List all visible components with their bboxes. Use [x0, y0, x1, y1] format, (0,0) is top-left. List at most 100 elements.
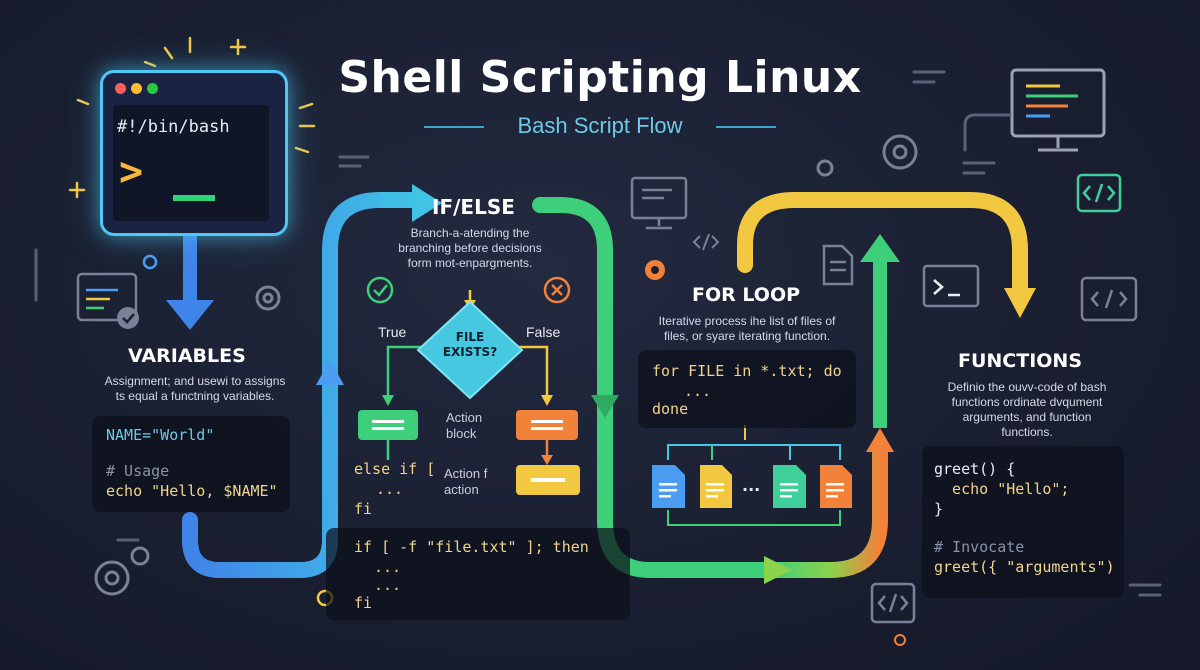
functions-description: Definio the ouvv-code of bash functions … — [928, 380, 1126, 440]
action-f-label: Action f action — [444, 466, 487, 498]
false-label: False — [526, 324, 561, 340]
action-f-line-2: action — [444, 482, 479, 497]
terminal-window: #!/bin/bash > — [100, 70, 288, 236]
decision-label: FILE EXISTS? — [428, 330, 512, 360]
terminal-icon — [922, 264, 980, 308]
code-for-dots: ... — [684, 382, 712, 400]
code-if-dots: ... — [374, 558, 402, 576]
variables-heading: VARIABLES — [128, 345, 246, 367]
code-greet-close: } — [934, 500, 944, 518]
ifelse-desc-line-1: Branch-a-atending the — [410, 226, 530, 240]
action-block-line-1: Action — [446, 410, 483, 425]
check-icon — [366, 276, 394, 304]
code-greet-def: greet() { — [934, 460, 1016, 478]
functions-desc-line-2: functions ordinate dvqument — [951, 395, 1103, 409]
decision-line-2: EXISTS? — [442, 345, 498, 359]
arrow-forloop-to-functions — [762, 442, 888, 578]
monitor-icon — [630, 176, 688, 230]
ring-icon — [894, 634, 906, 646]
code-else-dots: ... — [376, 480, 404, 498]
subtitle-rule-right — [716, 126, 776, 128]
sparkle-icon — [68, 36, 316, 199]
arrow-ifelse-to-forloop — [532, 197, 778, 578]
ifelse-code-panel: if [ -f "file.txt" ]; then ... ... fi — [326, 528, 630, 620]
file-ellipsis: ... — [742, 476, 761, 495]
decision-line-1: FILE — [455, 330, 485, 344]
file-icon-teal — [773, 465, 806, 508]
code-echo: echo "Hello, $NAME" — [106, 482, 278, 500]
window-maximize-dot — [147, 83, 158, 94]
action-block-label: Action block — [446, 410, 482, 442]
ifelse-desc-line-3: form mot-enpargments. — [407, 256, 533, 270]
functions-desc-line-4: functions. — [1001, 425, 1053, 439]
code-if: if [ -f "file.txt" ]; then — [354, 538, 589, 556]
loop-connectors — [667, 425, 841, 526]
gear-icon — [94, 546, 150, 596]
code-else-if: else if [ — [354, 460, 436, 478]
variables-description: Assignment; and usewi to assigns ts equa… — [80, 374, 310, 404]
ifelse-desc-line-2: branching before decisions — [398, 241, 542, 255]
terminal-screen — [113, 105, 269, 221]
functions-code-panel: greet() { echo "Hello"; } # Invocate gre… — [922, 446, 1124, 598]
action-block-line-2: block — [446, 426, 477, 441]
action-block-orange — [516, 410, 578, 440]
decision-diamond — [416, 300, 524, 400]
file-icon-yellow — [700, 465, 732, 508]
code-assign: NAME="World" — [106, 426, 215, 444]
gear-icon — [255, 285, 281, 311]
monitor-icon — [1010, 68, 1106, 152]
code-greet-call: greet({ "arguments") — [934, 558, 1115, 576]
ifelse-description: Branch-a-atending the branching before d… — [370, 226, 570, 271]
gear-icon — [816, 134, 918, 177]
code-for: for FILE in *.txt; do — [652, 362, 842, 380]
code-icon — [1080, 276, 1138, 322]
terminal-icon — [76, 272, 138, 322]
forloop-desc-line-1: Iterative process ihe list of files of — [658, 314, 836, 328]
check-badge-icon — [117, 307, 139, 329]
variables-desc-line-2: ts equal a functning variables. — [115, 389, 275, 403]
forloop-description: Iterative process ihe list of files of f… — [632, 314, 862, 344]
action-f-line-1: Action f — [444, 466, 488, 481]
action-block-green — [358, 410, 418, 440]
shebang-line: #!/bin/bash — [117, 117, 230, 137]
arrow-yellow-arch — [737, 192, 1028, 298]
forloop-desc-line-2: files, or syare iterating function. — [663, 329, 831, 343]
window-minimize-dot — [131, 83, 142, 94]
decorative-lines — [34, 70, 1162, 597]
functions-heading: FUNCTIONS — [958, 350, 1083, 372]
code-lines — [1026, 84, 1078, 118]
forloop-code-panel: for FILE in *.txt; do ... done — [638, 350, 856, 428]
true-label: True — [378, 324, 407, 340]
cross-icon — [543, 276, 571, 304]
forloop-heading: FOR LOOP — [692, 284, 801, 306]
arrow-variables-to-ifelse — [182, 192, 428, 578]
document-icon — [822, 244, 854, 286]
file-icon-blue — [652, 465, 685, 508]
arrow-up-green — [873, 258, 887, 428]
variables-desc-line-1: Assignment; and usewi to assigns — [104, 374, 286, 388]
subtitle-rule-left — [424, 126, 484, 128]
ring-icon — [142, 254, 158, 270]
window-close-dot — [115, 83, 126, 94]
code-invocate-comment: # Invocate — [934, 538, 1025, 556]
code-if-fi: fi — [354, 594, 373, 612]
arrow-terminal-to-variables — [166, 232, 214, 330]
page-subtitle: Bash Script Flow — [517, 113, 683, 138]
code-icon — [870, 582, 916, 624]
code-comment: # Usage — [106, 462, 170, 480]
functions-desc-line-1: Definio the ouvv-code of bash — [947, 380, 1107, 394]
code-done: done — [652, 400, 689, 418]
cursor — [173, 195, 215, 201]
code-icon — [692, 233, 720, 251]
functions-desc-line-3: arguments, and function — [962, 410, 1092, 424]
prompt-icon: > — [119, 149, 144, 195]
gear-icon — [645, 260, 665, 280]
code-else-fi: fi — [354, 500, 373, 518]
variables-code-panel: NAME="World" # Usage echo "Hello, $NAME" — [92, 416, 290, 512]
file-icon-orange — [820, 465, 852, 508]
ifelse-heading: IF/ELSE — [432, 195, 515, 219]
code-greet-echo: echo "Hello"; — [934, 480, 1070, 498]
page-title: Shell Scripting Linux — [338, 52, 862, 103]
code-if-dots-2: ... — [374, 576, 402, 594]
